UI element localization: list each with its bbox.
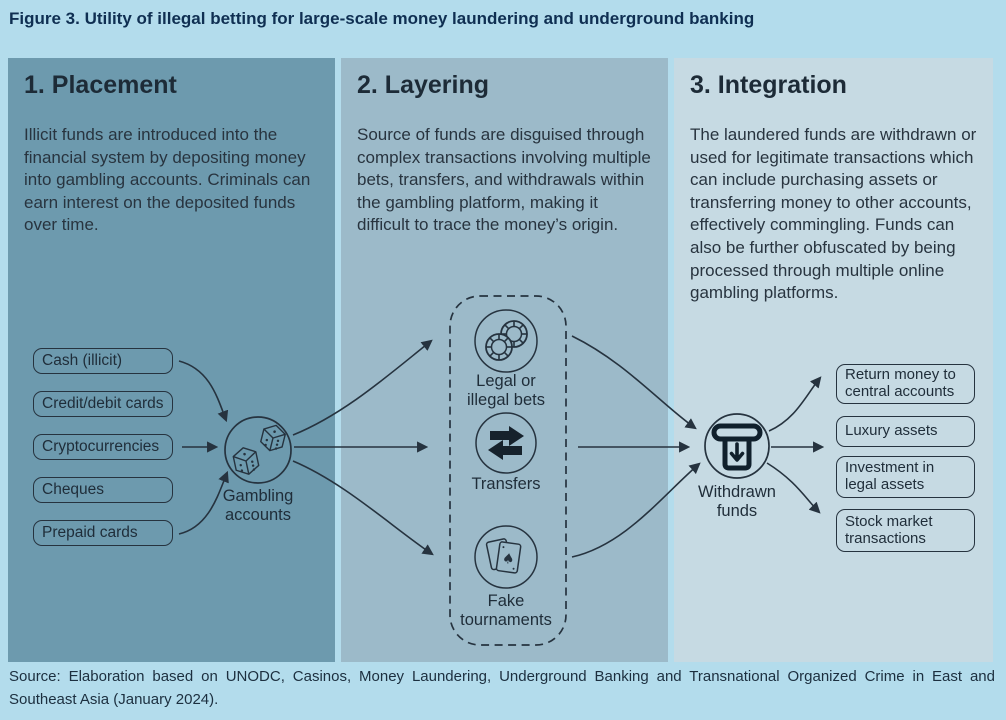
layering-column: 2. Layering Source of funds are disguise…	[341, 58, 668, 662]
source-note: Source: Elaboration based on UNODC, Casi…	[9, 668, 995, 708]
source-box-cash: Cash (illicit)	[33, 348, 173, 374]
tournaments-label: Fake tournaments	[460, 592, 552, 629]
source-box-prepaid: Prepaid cards	[33, 520, 173, 546]
figure-title: Figure 3. Utility of illegal betting for…	[9, 9, 755, 28]
source-box-crypto: Cryptocurrencies	[33, 434, 173, 460]
dest-box-return-money: Return money to central accounts	[836, 364, 975, 404]
bets-label: Legal or illegal bets	[467, 372, 545, 409]
dest-box-stock-market: Stock market transactions	[836, 509, 975, 552]
integration-column: 3. Integration The laundered funds are w…	[674, 58, 993, 662]
dest-box-luxury-assets: Luxury assets	[836, 416, 975, 447]
layering-description: Source of funds are disguised through co…	[357, 125, 651, 235]
dest-box-investment: Investment in legal assets	[836, 456, 975, 498]
transfers-label: Transfers	[471, 475, 541, 493]
placement-description: Illicit funds are introduced into the fi…	[24, 125, 311, 235]
layering-heading: 2. Layering	[357, 71, 489, 99]
withdrawn-funds-label: Withdrawn funds	[698, 483, 776, 520]
source-box-cards: Credit/debit cards	[33, 391, 173, 417]
gambling-accounts-label: Gambling accounts	[222, 487, 294, 524]
integration-heading: 3. Integration	[690, 71, 847, 99]
placement-heading: 1. Placement	[24, 71, 177, 99]
integration-description: The laundered funds are withdrawn or use…	[690, 125, 977, 303]
source-box-cheques: Cheques	[33, 477, 173, 503]
placement-column: 1. Placement Illicit funds are introduce…	[8, 58, 335, 662]
